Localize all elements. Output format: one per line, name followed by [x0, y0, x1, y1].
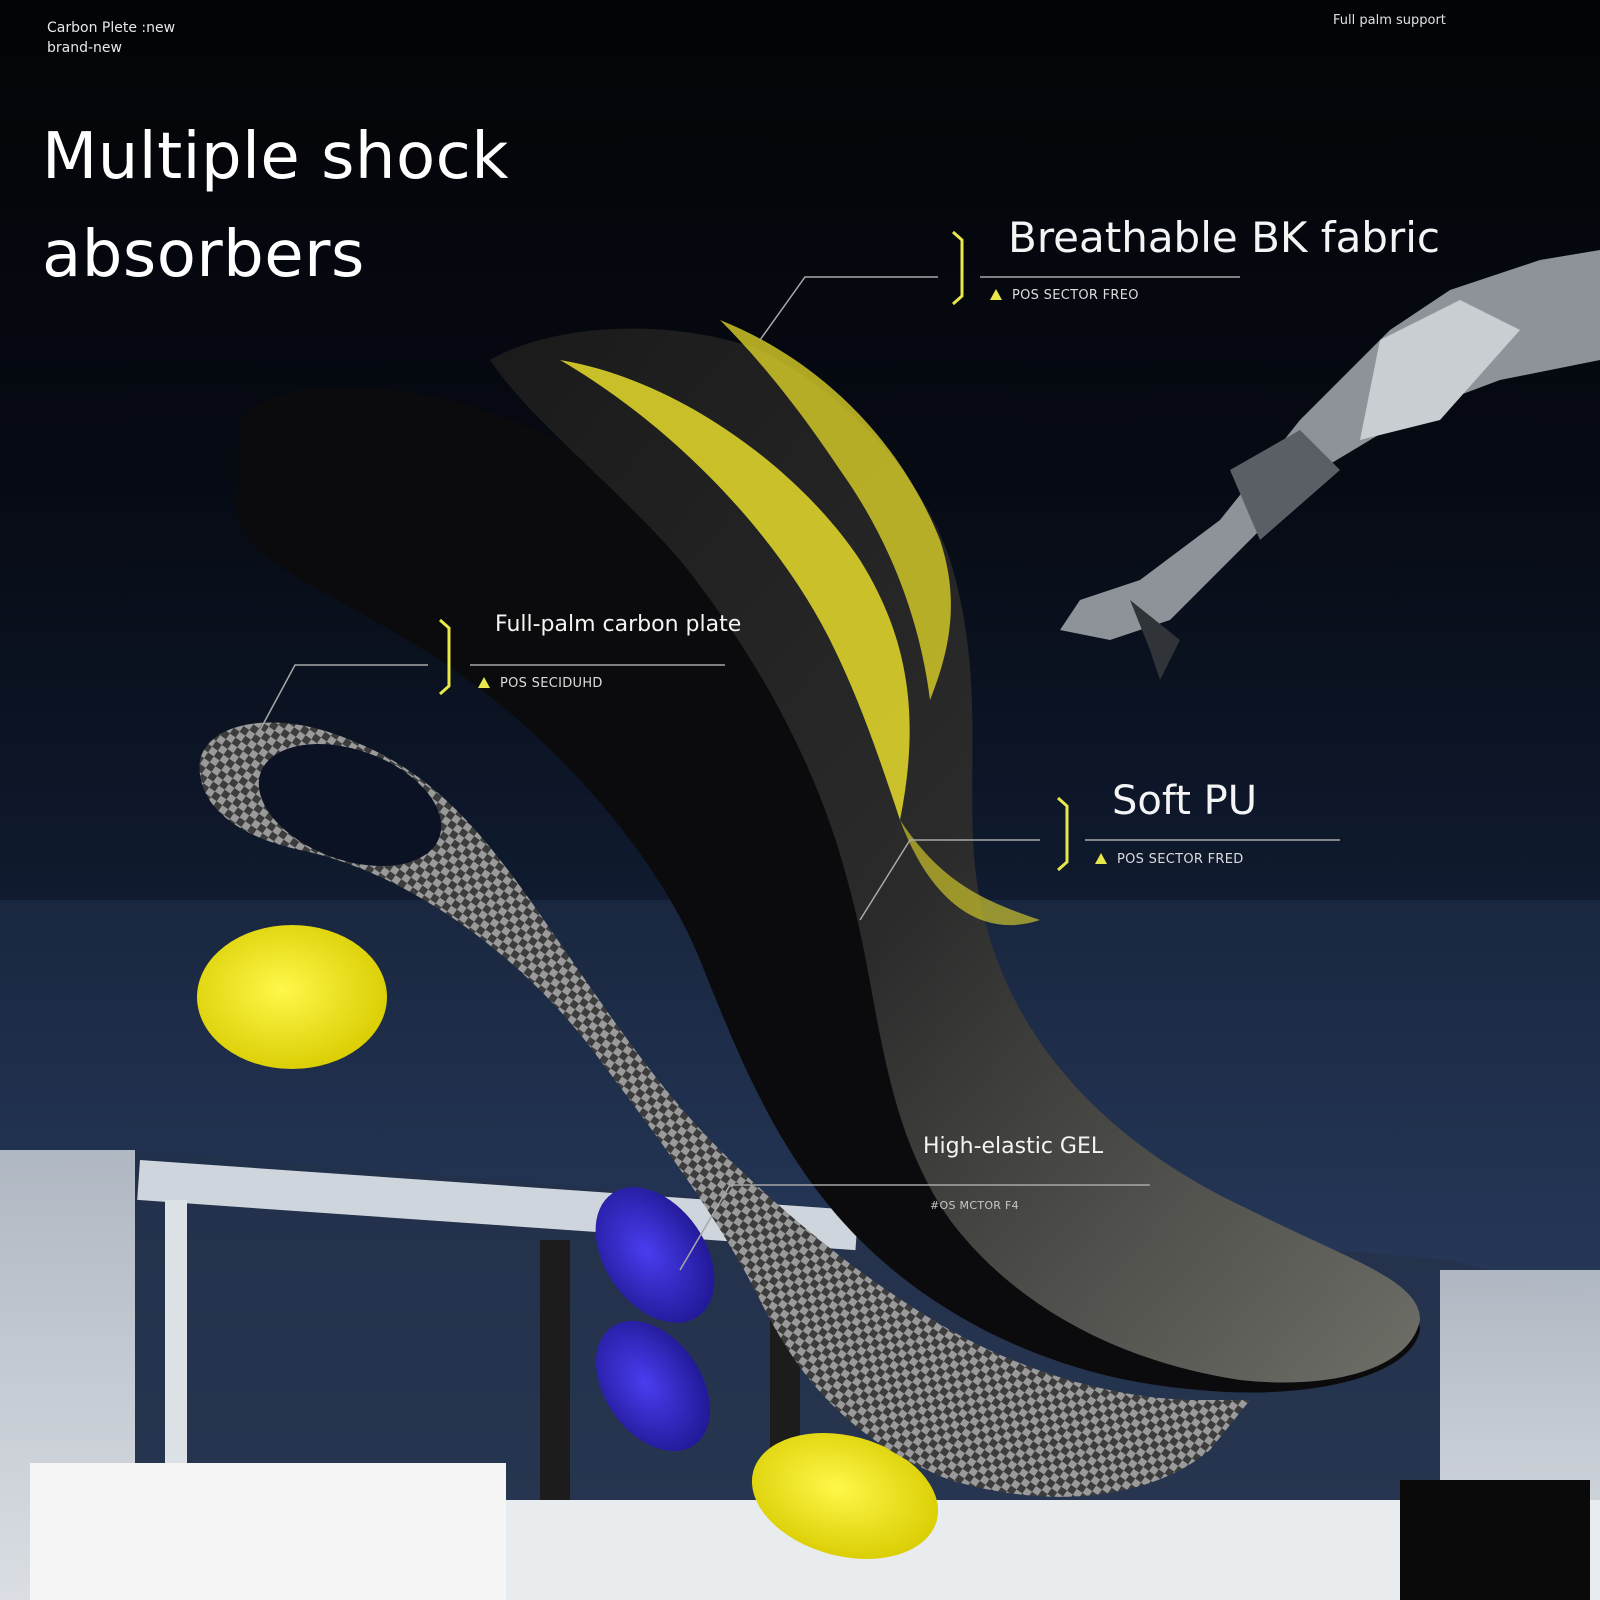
- callout-fabric-code: POS SECTOR FREO: [990, 288, 1139, 303]
- callout-gel-code: #OS MCTOR F4: [930, 1199, 1019, 1212]
- fabric-top-layer: [490, 328, 1420, 1383]
- callout-pu-code-text: POS SECTOR FRED: [1117, 852, 1244, 867]
- headline-line-2: absorbers: [42, 218, 365, 292]
- white-panel: [30, 1463, 506, 1600]
- headline: Multiple shock absorbers: [42, 108, 509, 304]
- callout-gel-title: High-elastic GEL: [923, 1134, 1104, 1159]
- warning-triangle-icon: [990, 289, 1002, 300]
- warning-triangle-icon: [478, 677, 490, 688]
- headline-line-1: Multiple shock: [42, 120, 509, 194]
- blue-gel-pod: [595, 1187, 715, 1323]
- callout-pu-code: POS SECTOR FRED: [1095, 852, 1244, 867]
- yellow-stripe: [560, 360, 910, 820]
- callout-carbon-code: POS SECIDUHD: [478, 676, 603, 691]
- warning-triangle-icon: [1095, 853, 1107, 864]
- yellow-stripe: [720, 320, 951, 700]
- note-line-2: brand-new: [47, 40, 122, 56]
- yellow-gel-pod: [197, 925, 387, 1069]
- black-base-insole: [236, 386, 1420, 1393]
- callout-carbon-code-text: POS SECIDUHD: [500, 676, 603, 691]
- note-line-1: Carbon Plete :new: [47, 20, 176, 36]
- yellow-stripe: [900, 820, 1040, 926]
- callout-fabric-code-text: POS SECTOR FREO: [1012, 288, 1139, 303]
- callout-fabric-title: Breathable BK fabric: [1008, 213, 1440, 262]
- callout-brackets: [439, 230, 1069, 872]
- leader-lines: [259, 276, 1340, 1271]
- robotic-arm: [1060, 250, 1600, 680]
- yellow-gel-pod: [751, 1433, 939, 1559]
- callout-carbon-title: Full-palm carbon plate: [495, 612, 742, 637]
- blue-gel-pod: [595, 1320, 711, 1452]
- carbon-plate-layer: [199, 722, 1250, 1497]
- full-palm-support-note: Full palm support: [1333, 13, 1446, 28]
- carbon-plate-note: Carbon Plete :new brand-new: [47, 18, 175, 58]
- carbon-plate-cutout: [258, 743, 442, 867]
- callout-pu-title: Soft PU: [1112, 778, 1258, 824]
